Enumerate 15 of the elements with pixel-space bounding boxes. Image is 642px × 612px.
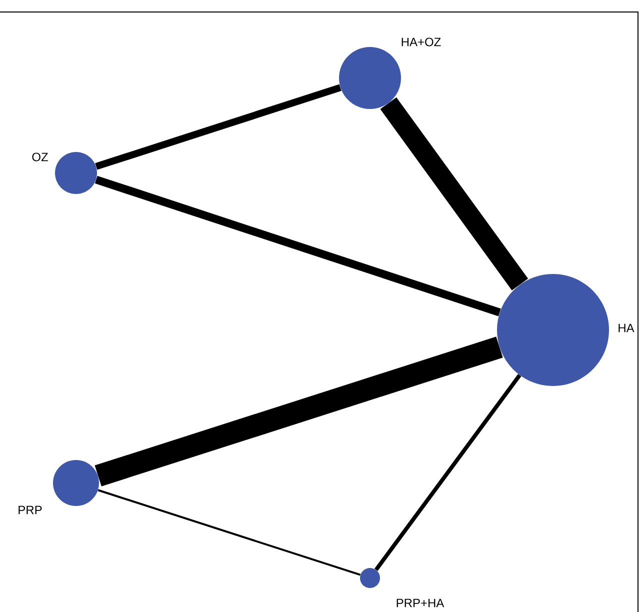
network-edge [95,84,342,170]
node-label: PRP+HA [396,598,444,608]
node-label: HA+OZ [402,38,441,46]
node-circle [53,460,99,506]
node-label: OZ [32,152,48,162]
node-circle [497,274,609,386]
network-edge [374,374,522,571]
node-circle [339,46,401,109]
node-label: HA [618,324,634,332]
node-circle [55,152,97,194]
node-label: PRP [18,506,42,514]
node-circle [360,568,380,588]
network-edge [380,97,528,290]
network-edge [94,176,501,316]
network-edge [98,489,361,576]
